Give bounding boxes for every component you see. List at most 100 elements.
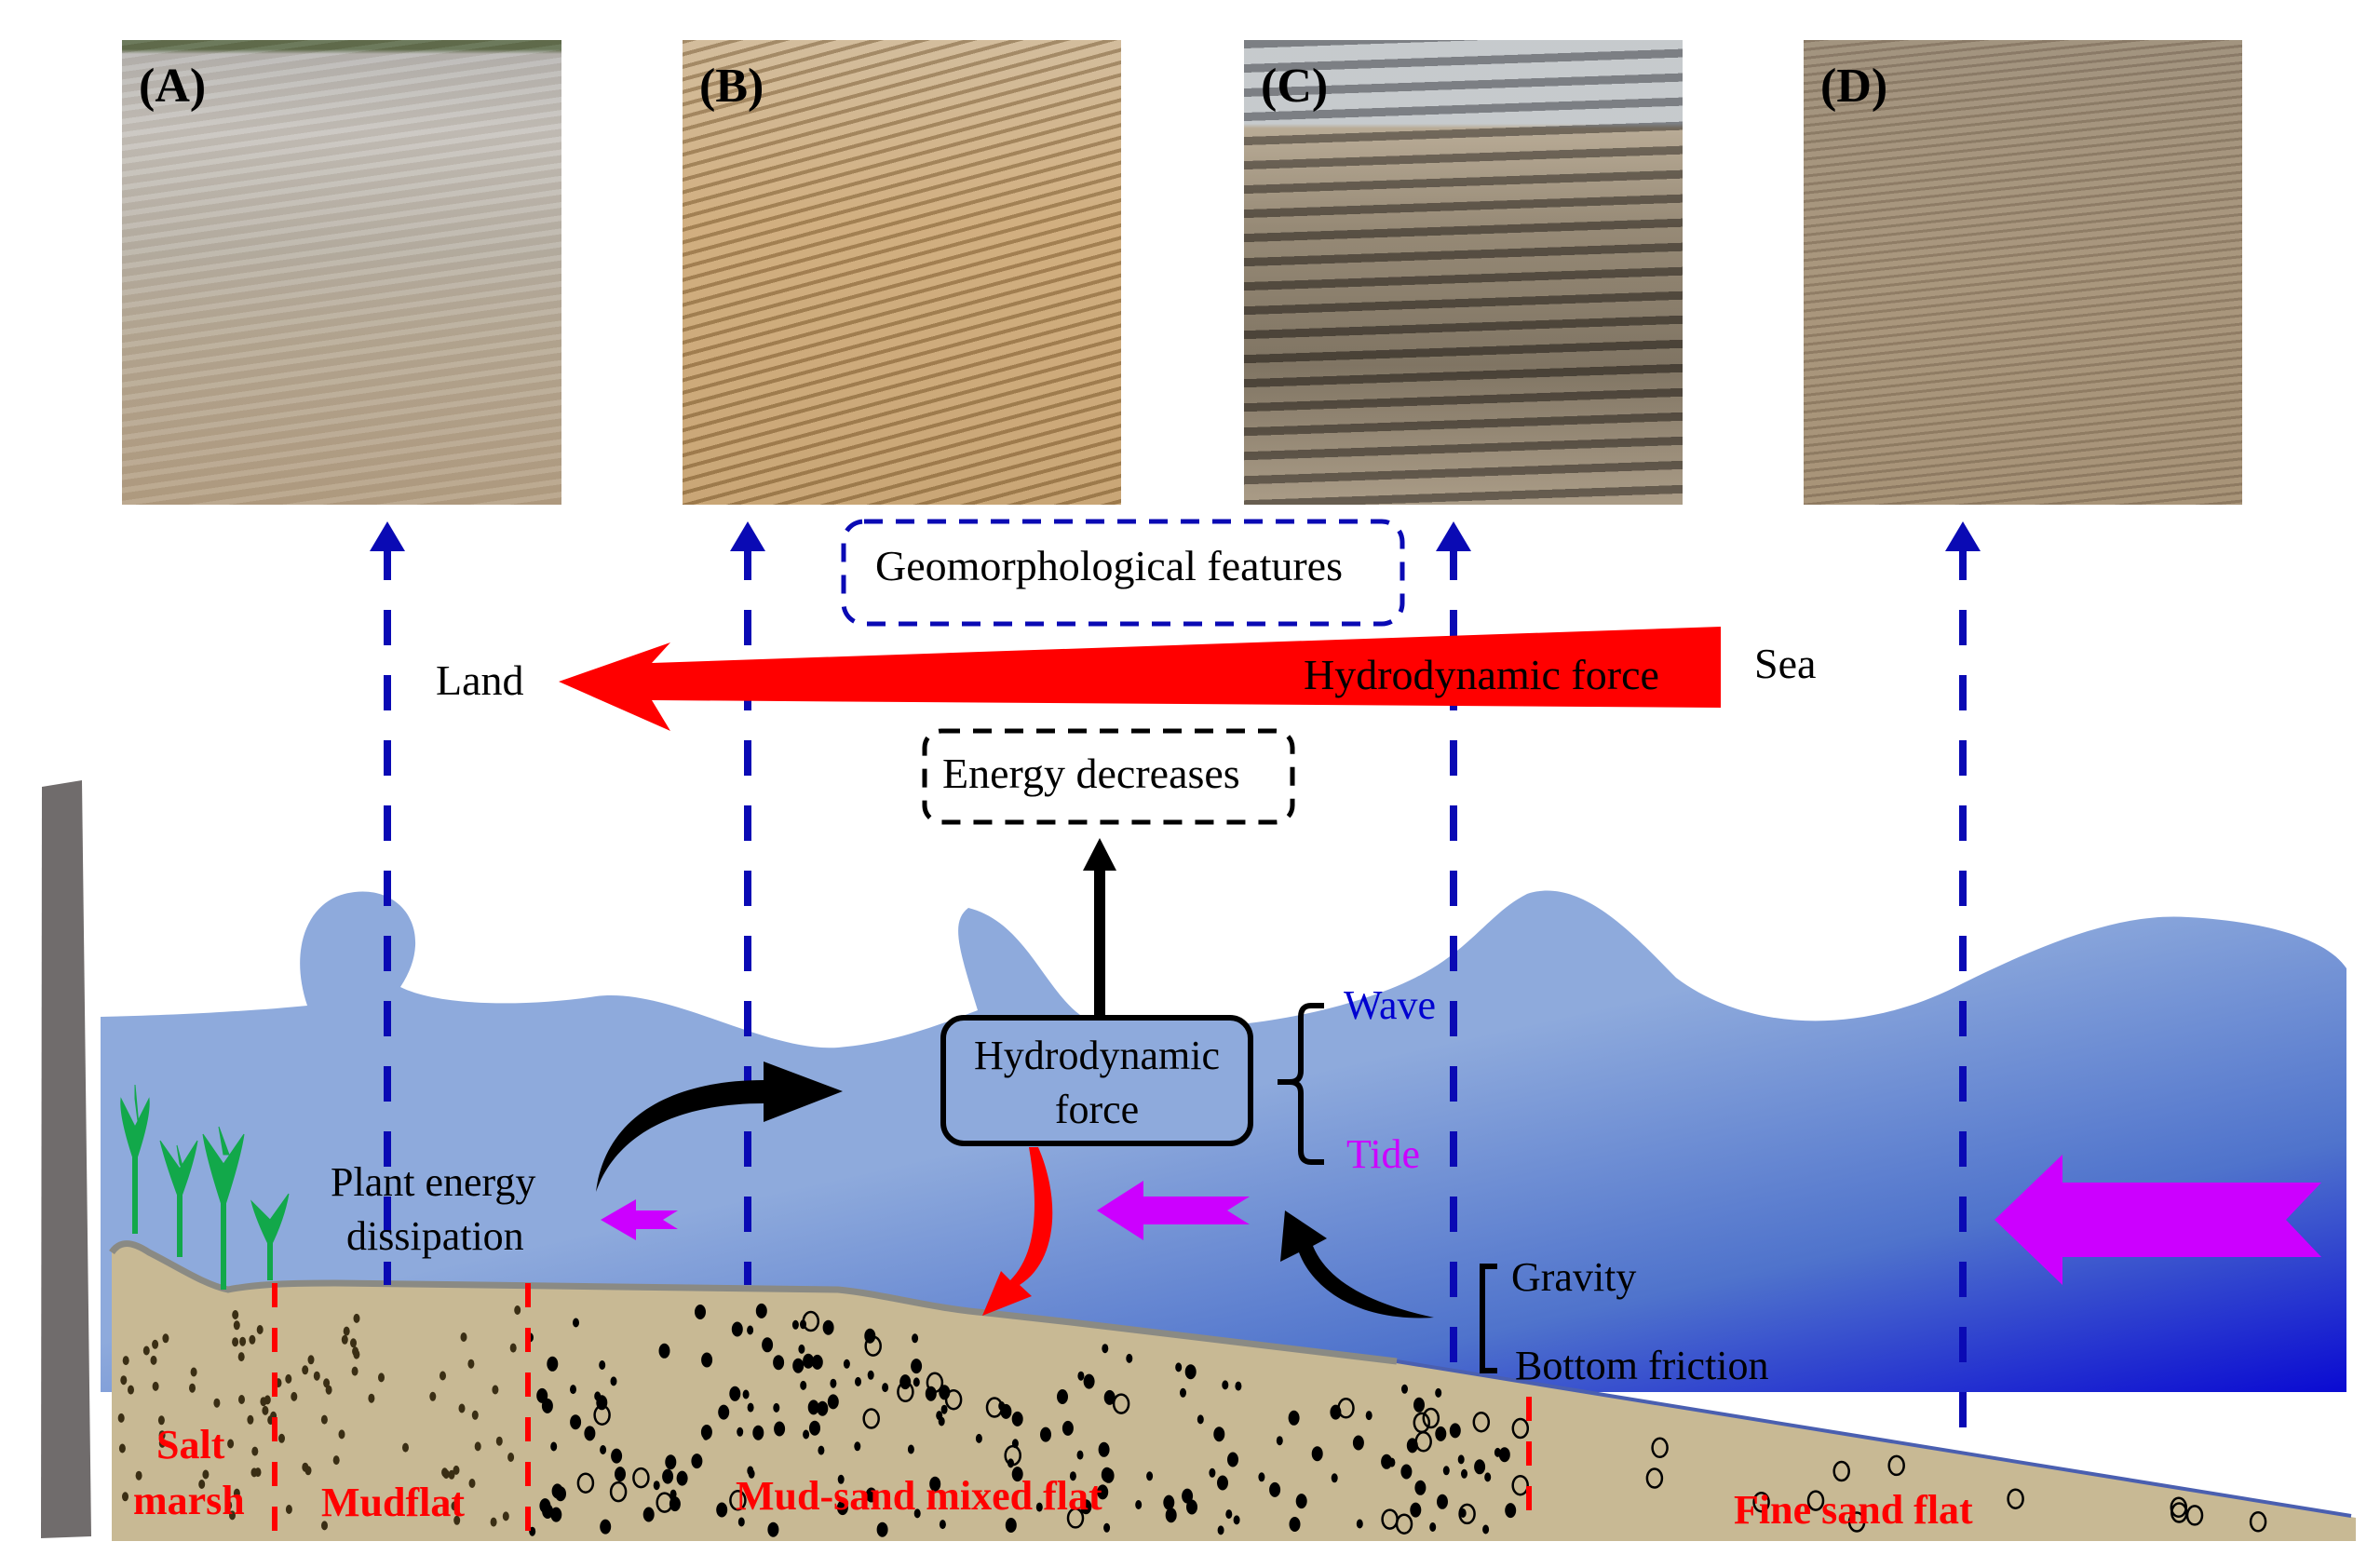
sediment-dot <box>1401 1384 1408 1394</box>
sand-grain <box>1004 1444 1021 1467</box>
sediment-dot <box>803 1353 815 1369</box>
sediment-dot <box>876 1521 888 1537</box>
plant-icon <box>250 1193 290 1280</box>
sediment-dot <box>1474 1459 1486 1475</box>
sediment-dot <box>594 1391 602 1401</box>
bottom-friction-label: Bottom friction <box>1515 1343 1769 1388</box>
sand-grain <box>1511 1417 1530 1440</box>
sediment-dot <box>495 1436 503 1446</box>
sediment-dot <box>773 1402 780 1413</box>
photo-label-b: (B) <box>699 60 764 113</box>
sediment-dot <box>237 1352 245 1362</box>
sediment-dot <box>716 1502 728 1518</box>
sediment-dot <box>453 1515 461 1525</box>
sediment-dot <box>737 1427 744 1437</box>
sand-grain <box>729 1490 747 1511</box>
zone-fine-sand-flat: Fine sand flat <box>1734 1487 1973 1533</box>
sediment-dot <box>676 1470 688 1486</box>
sediment-dot <box>729 1386 741 1401</box>
sediment-dot <box>658 1343 670 1359</box>
sediment-dot <box>1459 1508 1467 1518</box>
sand-grain <box>1752 1491 1770 1513</box>
sediment-dot <box>747 1325 754 1335</box>
sediment-dot <box>1356 1519 1363 1529</box>
sediment-dot <box>190 1367 197 1377</box>
sediment-dot <box>1005 1518 1017 1533</box>
sediment-dot <box>610 1376 617 1386</box>
sediment-dot <box>213 1398 221 1408</box>
sediment-dot <box>1227 1452 1238 1467</box>
sediment-dot <box>809 1420 820 1436</box>
sediment-dot <box>837 1474 845 1484</box>
tide-label: Tide <box>1346 1131 1421 1177</box>
sediment-dot <box>429 1391 437 1401</box>
sediment-dot <box>189 1383 196 1393</box>
sediment-dot <box>539 1498 551 1514</box>
wave-tide-brace <box>1278 1003 1324 1165</box>
sediment-dot <box>807 1400 819 1415</box>
sediment-dot <box>1102 1344 1109 1354</box>
sand-grain <box>1806 1490 1825 1511</box>
sand-grain <box>1887 1454 1905 1477</box>
sediment-dot <box>600 1445 607 1454</box>
zone-salt-marsh-line1: Salt <box>156 1422 225 1467</box>
seawall <box>41 780 91 1538</box>
hydrodynamic-force-arrow-label: Hydrodynamic force <box>1304 651 1659 698</box>
photo-a-mudflat: (A) <box>122 40 561 505</box>
tide-arrow-large <box>1995 1155 2321 1285</box>
geomorphological-features-box <box>841 519 1405 627</box>
sediment-dot <box>453 1465 460 1475</box>
sediment-dot <box>791 1319 799 1330</box>
sediment-dot <box>1184 1364 1197 1380</box>
sediment-dot <box>474 1441 481 1452</box>
sediment-dot <box>925 1386 937 1401</box>
plant-icon <box>159 1140 198 1257</box>
sediment-dot <box>1442 1466 1450 1476</box>
sand-grain <box>1337 1398 1355 1419</box>
sediment-dot <box>940 1404 948 1414</box>
sand-grain <box>1511 1474 1529 1496</box>
sediment-dot <box>1352 1435 1364 1451</box>
sediment-dot <box>467 1359 475 1369</box>
sediment-dot <box>536 1387 548 1403</box>
sediment-dot <box>798 1344 805 1354</box>
sediment-dot <box>325 1385 332 1395</box>
sediment-dot <box>773 1355 785 1371</box>
sediment-dot <box>843 1359 850 1369</box>
photo-link-arrow-b <box>730 521 765 1285</box>
sediment-dot <box>120 1375 128 1386</box>
sand-grain <box>985 1397 1004 1418</box>
sediment-dot <box>1011 1467 1023 1482</box>
sand-grain <box>897 1381 914 1403</box>
gravity-friction-bracket <box>1480 1264 1497 1373</box>
hydrodynamic-box-line1: Hydrodynamic <box>974 1033 1220 1078</box>
sediment-dot <box>152 1381 159 1391</box>
sediment-dot <box>1097 1484 1109 1500</box>
sediment-dot <box>118 1443 126 1454</box>
sediment-dot <box>247 1414 254 1425</box>
sediment-dot <box>547 1356 559 1372</box>
sediment-dot <box>774 1421 786 1437</box>
sediment-dot <box>1222 1380 1229 1390</box>
sediment-dot <box>128 1385 134 1395</box>
sediment-dot <box>313 1371 320 1381</box>
sand-grain <box>2007 1488 2024 1509</box>
sediment-dot <box>302 1365 309 1375</box>
sediment-dot <box>1180 1387 1186 1398</box>
hydrodynamic-force-box <box>940 1015 1253 1146</box>
sand-grain <box>1651 1437 1669 1459</box>
sediment-dot <box>238 1395 245 1404</box>
sediment-dot <box>451 1501 458 1511</box>
arrowhead-up-icon <box>1083 838 1116 871</box>
sediment-dot <box>507 1453 515 1462</box>
sediment-dot <box>911 1359 923 1374</box>
sediment-dot <box>599 1360 606 1370</box>
sediment-dot <box>468 1479 476 1488</box>
arrowhead-up-icon <box>1436 521 1471 551</box>
sediment-dot <box>1400 1464 1413 1480</box>
sediment-dot <box>755 1303 767 1318</box>
sediment-dot <box>882 1383 889 1393</box>
sand-grain <box>1395 1513 1413 1535</box>
photo-label-a: (A) <box>139 60 207 113</box>
zone-boundaries <box>272 1283 1532 1536</box>
